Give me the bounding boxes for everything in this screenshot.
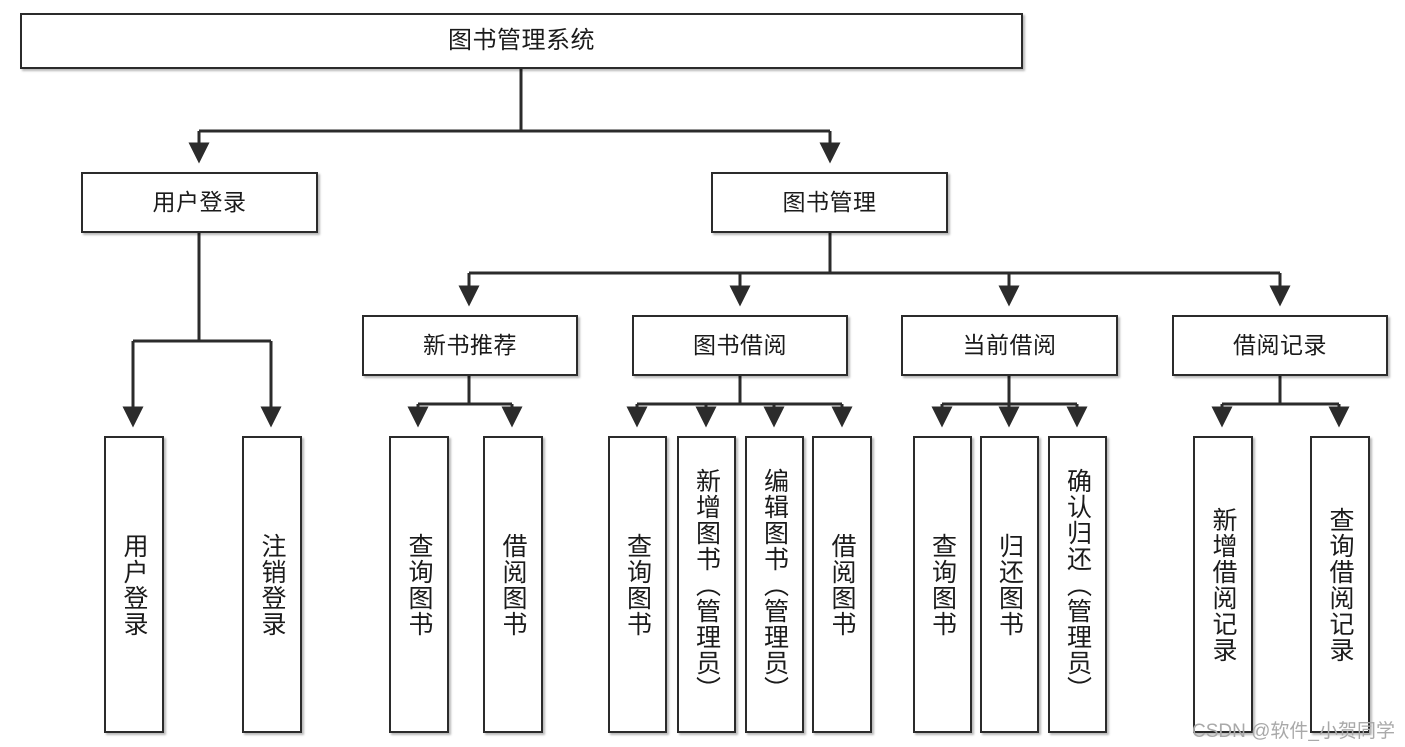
node-label: 编辑图书（管理员） (760, 467, 789, 702)
leaf-query-borrow-record[interactable]: 查询借阅记录 (1310, 436, 1370, 733)
leaf-add-book[interactable]: 新增图书（管理员） (677, 436, 736, 733)
leaf-return-book[interactable]: 归还图书 (980, 436, 1039, 733)
node-book-manage[interactable]: 图书管理 (711, 172, 948, 233)
node-label: 新增借阅记录 (1209, 506, 1237, 663)
node-current-borrow[interactable]: 当前借阅 (901, 315, 1118, 376)
leaf-user-login[interactable]: 用户登录 (104, 436, 164, 733)
csdn-watermark: CSDN @软件_小贺同学 (1192, 721, 1395, 742)
leaf-query-book-borrow[interactable]: 查询图书 (608, 436, 667, 733)
node-label: 当前借阅 (962, 332, 1057, 359)
leaf-edit-book[interactable]: 编辑图书（管理员） (745, 436, 804, 733)
node-borrow-record[interactable]: 借阅记录 (1172, 315, 1388, 376)
node-label: 用户登录 (152, 189, 247, 216)
node-label: 归还图书 (995, 532, 1024, 637)
node-label: 用户登录 (120, 532, 148, 637)
leaf-borrow-book[interactable]: 借阅图书 (812, 436, 872, 733)
node-label: 借阅图书 (499, 532, 527, 637)
node-label: 图书管理系统 (448, 27, 595, 55)
leaf-borrow-book-recommend[interactable]: 借阅图书 (483, 436, 543, 733)
node-label: 注销登录 (258, 532, 286, 637)
leaf-confirm-return[interactable]: 确认归还（管理员） (1048, 436, 1107, 733)
node-label: 借阅记录 (1233, 332, 1327, 359)
node-label: 新书推荐 (423, 332, 517, 359)
leaf-logout[interactable]: 注销登录 (242, 436, 302, 733)
leaf-query-book-recommend[interactable]: 查询图书 (389, 436, 449, 733)
node-label: 图书管理 (782, 189, 877, 216)
node-label: 查询图书 (623, 532, 652, 637)
leaf-add-borrow-record[interactable]: 新增借阅记录 (1193, 436, 1253, 733)
leaf-query-book-current[interactable]: 查询图书 (913, 436, 972, 733)
node-new-book-recommend[interactable]: 新书推荐 (362, 315, 578, 376)
node-label: 查询图书 (405, 532, 433, 637)
node-book-borrow[interactable]: 图书借阅 (632, 315, 848, 376)
node-label: 查询借阅记录 (1326, 506, 1354, 663)
node-label: 确认归还（管理员） (1063, 467, 1092, 702)
node-label: 新增图书（管理员） (692, 467, 721, 702)
node-label: 查询图书 (928, 532, 957, 637)
node-user-login[interactable]: 用户登录 (81, 172, 318, 233)
node-root-system[interactable]: 图书管理系统 (20, 13, 1023, 69)
node-label: 借阅图书 (828, 532, 856, 637)
node-label: 图书借阅 (693, 332, 787, 359)
